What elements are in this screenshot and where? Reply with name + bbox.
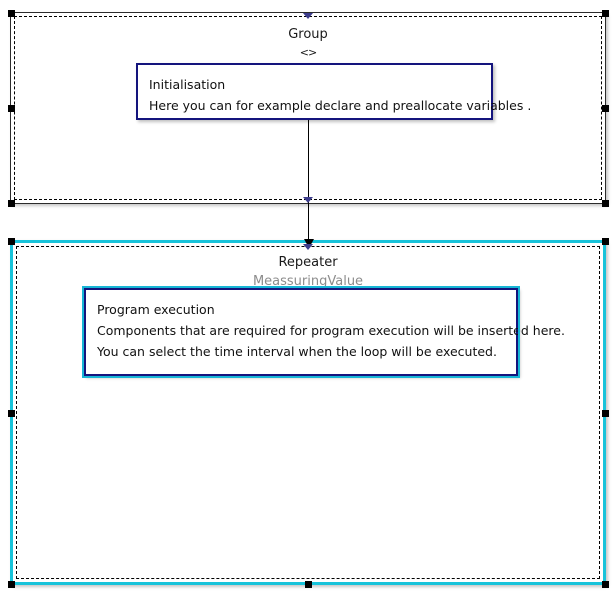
resize-handle-repeater-middle-left[interactable]: [8, 409, 15, 417]
component-body-initialisation: Initialisation Here you can for example …: [138, 65, 532, 124]
resize-handle-repeater-middle-right[interactable]: [602, 409, 609, 417]
resize-handle-top-left[interactable]: [8, 10, 15, 17]
component-title-program-execution: Program execution: [97, 302, 215, 317]
component-title-initialisation: Initialisation: [149, 77, 226, 92]
group-title-repeater: Repeater: [278, 255, 338, 270]
resize-handle-top-right[interactable]: [602, 10, 609, 17]
component-box-program-execution[interactable]: Program execution Components that are re…: [82, 286, 565, 378]
resize-handle-bottom-right[interactable]: [602, 200, 609, 207]
port-marker-in-icon: [303, 244, 313, 250]
port-marker-top-icon: [303, 13, 313, 19]
group-marker-initialisation: <>: [299, 46, 317, 59]
group-title-initialisation: Group: [288, 27, 328, 42]
component-description-line-2: You can select the time interval when th…: [97, 344, 497, 359]
resize-handle-middle-left[interactable]: [8, 105, 15, 112]
component-body-program-execution: Program execution Components that are re…: [86, 290, 565, 370]
component-description-line-1: Components that are required for program…: [97, 323, 565, 338]
port-marker-out-icon: [303, 197, 313, 203]
resize-handle-middle-right[interactable]: [602, 105, 609, 112]
resize-handle-repeater-bottom-right[interactable]: [602, 581, 609, 588]
resize-handle-repeater-top-right[interactable]: [602, 238, 609, 245]
resize-handle-repeater-bottom-left[interactable]: [8, 581, 15, 588]
resize-handle-repeater-bottom-center[interactable]: [305, 581, 312, 588]
component-description-line: Here you can for example declare and pre…: [149, 98, 532, 113]
resize-handle-repeater-top-left[interactable]: [8, 238, 15, 245]
component-box-initialisation[interactable]: Initialisation Here you can for example …: [136, 63, 531, 120]
group-subtitle-repeater: MeassuringValue: [252, 274, 364, 289]
resize-handle-bottom-left[interactable]: [8, 200, 15, 207]
